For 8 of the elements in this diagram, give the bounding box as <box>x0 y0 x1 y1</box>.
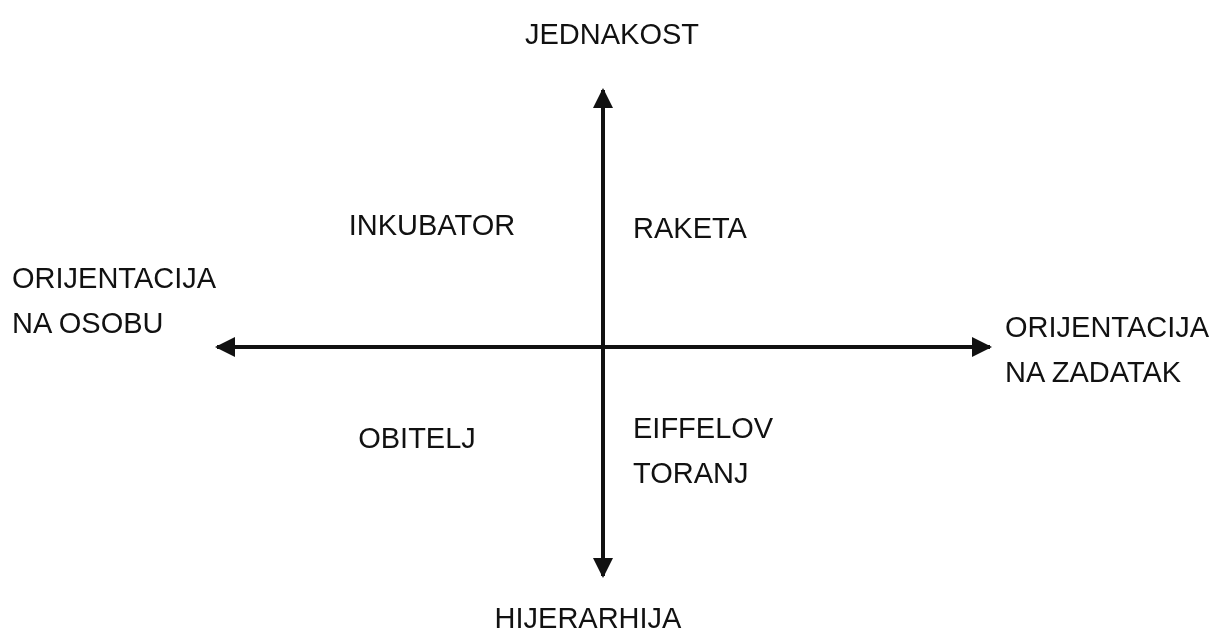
axis-label: HIJERARHIJA <box>494 601 682 633</box>
quadrant-label: OBITELJ <box>358 421 476 456</box>
quadrant-label: RAKETA <box>633 211 747 246</box>
axis-label: ORIJENTACIJA NA OSOBU <box>12 261 215 341</box>
axis-label: JEDNAKOST <box>525 17 699 52</box>
quadrant-label: INKUBATOR <box>348 208 516 243</box>
quadrant-label: EIFFELOV TORANJ <box>633 411 774 491</box>
axis-label: ORIJENTACIJA NA ZADATAK <box>1005 310 1208 390</box>
